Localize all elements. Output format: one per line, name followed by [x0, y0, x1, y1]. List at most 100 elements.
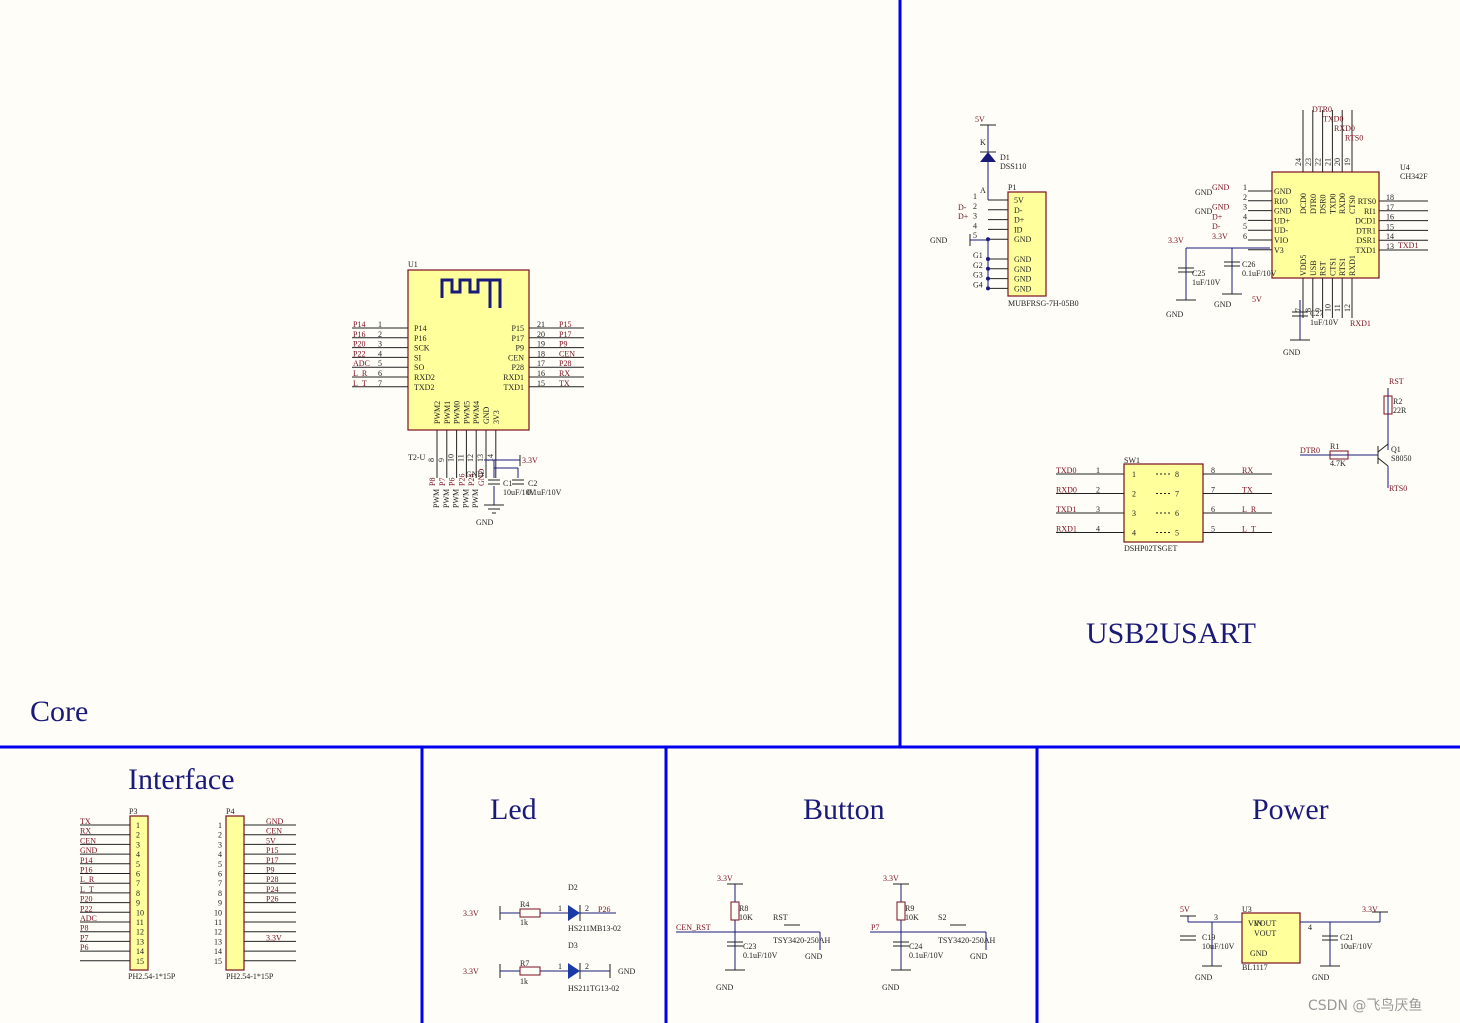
- sw1-right-num: 8: [1211, 466, 1215, 475]
- u1-bottom-sub: PWM: [461, 489, 470, 508]
- c26-gnd: GND: [1214, 300, 1232, 309]
- u1-bottom-net: P26: [457, 474, 466, 486]
- u4-left-pin-name: GND: [1274, 207, 1292, 216]
- sw1-left-net: RXD0: [1056, 486, 1077, 495]
- p3-pin-num: 8: [136, 889, 140, 898]
- u4-left-num: 2: [1243, 193, 1247, 202]
- p4-net: CEN: [266, 827, 282, 836]
- c25-ref: C25: [1192, 269, 1205, 278]
- c2-ref: C2: [528, 479, 537, 488]
- sw1-right-net: L_R: [1242, 505, 1257, 514]
- u4-right-pin-name: DSR1: [1356, 236, 1376, 245]
- watermark: CSDN @飞鸟厌鱼: [1308, 997, 1422, 1014]
- u3-vin: VIN: [1248, 919, 1262, 928]
- sw1-ref: SW1: [1124, 456, 1140, 465]
- u4-right-num: 13: [1386, 242, 1394, 251]
- btn2-model: TSY3420-250AH: [938, 936, 996, 945]
- btn1-ref: RST: [773, 913, 788, 922]
- q1-model: S8050: [1391, 454, 1411, 463]
- u4-right-pin-name: DTR1: [1356, 226, 1376, 235]
- u4-right-pin-name: RTS0: [1358, 197, 1376, 206]
- p4-pin-num: 13: [214, 937, 222, 946]
- p1-pin-name: GND: [1014, 275, 1032, 284]
- p3-model: PH2.54-1*15P: [128, 972, 176, 981]
- r2-body: [1383, 395, 1393, 415]
- pwr-3v3: 3.3V: [1362, 905, 1378, 914]
- p1-pin-num: 2: [973, 202, 977, 211]
- u1-left-num: 5: [378, 359, 382, 368]
- u4-bottom-num: 7: [1294, 308, 1303, 312]
- u4-left-num: 1: [1243, 183, 1247, 192]
- p4-pin-num: 4: [218, 850, 222, 859]
- u1-bottom-num: 10: [447, 454, 456, 462]
- p3-pin-num: 7: [136, 879, 140, 888]
- r8-body: [730, 901, 740, 921]
- p3-pin-num: 14: [136, 947, 144, 956]
- u1-bottom-sub: PWM: [471, 489, 480, 508]
- p3-net: P6: [80, 943, 88, 952]
- u1-left-pin-name: RXD2: [414, 373, 435, 382]
- p3-pin-num: 9: [136, 899, 140, 908]
- section-title-interface: Interface: [128, 763, 235, 796]
- c26-value: 0.1uF/10V: [1242, 269, 1277, 278]
- c23-value: 0.1uF/10V: [743, 951, 778, 960]
- u1-bottom-net: P6: [448, 478, 457, 486]
- sw1-inner-left: 3: [1132, 509, 1136, 518]
- u1-right-num: 19: [537, 340, 545, 349]
- u4-right-pin-name: RI1: [1364, 207, 1376, 216]
- p1-pin-name: ID: [1014, 225, 1023, 234]
- u4-left-net: D+: [1212, 212, 1223, 221]
- r1-body: [1329, 450, 1349, 460]
- p1-pin-num: 3: [973, 212, 977, 221]
- u1-bottom-pin-name: PWM5: [462, 401, 471, 424]
- d3-pin1: 1: [558, 962, 562, 971]
- p1-pin-name: GND: [1014, 255, 1032, 264]
- power-section: 5V C19 10uF/10V GND U3 VIN VOUT VOUT GND…: [1180, 905, 1388, 982]
- led-3v3-b: 3.3V: [463, 967, 479, 976]
- p4-pin-num: 11: [214, 918, 222, 927]
- u1-right-num: 15: [537, 379, 545, 388]
- p1-model: MUBFRSG-7H-05B0: [1008, 299, 1079, 308]
- u1-ref: U1: [408, 260, 418, 269]
- p3-net: GND: [80, 846, 98, 855]
- r4-ref: R4: [520, 900, 529, 909]
- p4-ref: P4: [226, 807, 234, 816]
- r7-body: [519, 966, 541, 976]
- u1-bottom-pins: PWM28P8PWMPWM19P7PWMPWM010P6PWMPWM511P26…: [427, 401, 501, 508]
- p3-pin-num: 1: [136, 821, 140, 830]
- u1-left-pin-name: P14: [414, 324, 426, 333]
- d2-pin2: 2: [585, 904, 589, 913]
- q-rst-label: RST: [1389, 377, 1404, 386]
- interface-section: P3 P4 1TX2RX3CEN4GND5P146P167L_R8L_T9P20…: [80, 807, 296, 981]
- u1-bottom-sub: PWM: [442, 489, 451, 508]
- led-3v3-a: 3.3V: [463, 909, 479, 918]
- d3-ref: D3: [568, 941, 578, 950]
- u1-left-net: P14: [353, 320, 365, 329]
- sw1-body: [1123, 463, 1204, 543]
- p3-net: P22: [80, 904, 92, 913]
- sw1-right-num: 6: [1211, 505, 1215, 514]
- led-d2-icon: [568, 905, 580, 921]
- d2-model: HS211MB13-02: [568, 924, 621, 933]
- r7-value: 1k: [520, 977, 528, 986]
- r9-ref: R9: [905, 904, 914, 913]
- section-title-core: Core: [30, 695, 88, 728]
- u4-right-num: 16: [1386, 213, 1394, 222]
- u4-top-pin-name: RXD0: [1338, 193, 1347, 214]
- r8-value: 10K: [739, 913, 753, 922]
- diode-icon: [980, 152, 996, 162]
- u4-gnd-label-1: GND: [1195, 188, 1213, 197]
- u4-left-pin-name: RIO: [1274, 197, 1288, 206]
- p4-net: GND: [266, 817, 284, 826]
- sw1-inner-right: 8: [1175, 470, 1179, 479]
- u4-bottom-pin-name: RTS1: [1338, 258, 1347, 276]
- p3-pin-num: 10: [136, 908, 144, 917]
- u1-left-net: L_R: [353, 369, 368, 378]
- p4-net: P17: [266, 856, 278, 865]
- u4-left-num: 5: [1243, 222, 1247, 231]
- u1-right-net: RX: [559, 369, 570, 378]
- p3-net: P8: [80, 924, 88, 933]
- r1-value: 4.7K: [1330, 459, 1346, 468]
